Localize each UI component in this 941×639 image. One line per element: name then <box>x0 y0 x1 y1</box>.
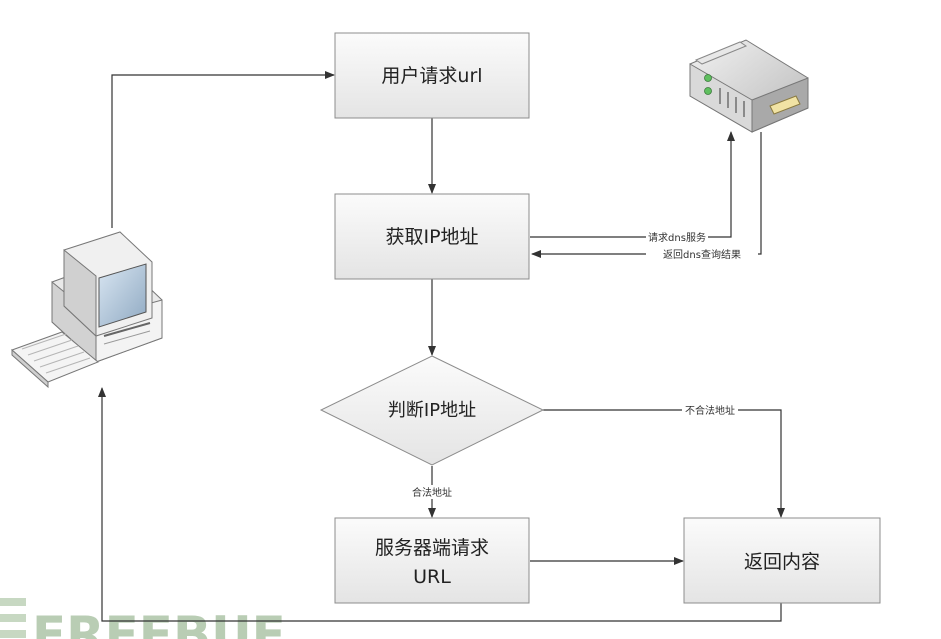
node-return-content: 返回内容 <box>683 517 881 604</box>
node-get-ip-label: 获取IP地址 <box>385 226 478 248</box>
edge-judge-to-return <box>543 409 785 518</box>
node-judge-ip: 判断IP地址 <box>319 355 545 466</box>
node-server-request-label-2: URL <box>413 566 451 588</box>
edge-dns-request <box>530 131 735 238</box>
server-icon <box>689 39 809 133</box>
node-return-content-label: 返回内容 <box>744 551 820 573</box>
node-request-url: 用户请求url <box>334 32 530 119</box>
label-dns-request: 请求dns服务 <box>648 231 706 244</box>
edge-labels: 请求dns服务 返回dns查询结果 不合法地址 合法地址 <box>404 229 758 499</box>
label-dns-return: 返回dns查询结果 <box>663 248 741 261</box>
edge-dns-return <box>531 132 762 258</box>
node-server-request: 服务器端请求 URL <box>334 517 530 604</box>
edge-return-to-computer <box>98 387 782 622</box>
connectors <box>98 71 785 622</box>
node-request-url-label: 用户请求url <box>381 65 482 87</box>
label-legal: 合法地址 <box>412 486 452 499</box>
watermark: FREEBUF <box>0 598 286 639</box>
edge-computer-to-request <box>111 71 335 228</box>
watermark-text: FREEBUF <box>32 606 286 639</box>
node-judge-ip-label: 判断IP地址 <box>388 400 476 421</box>
computer-icon <box>11 231 163 389</box>
node-server-request-label-1: 服务器端请求 <box>375 537 489 559</box>
node-get-ip: 获取IP地址 <box>334 193 530 280</box>
label-illegal: 不合法地址 <box>685 404 735 417</box>
